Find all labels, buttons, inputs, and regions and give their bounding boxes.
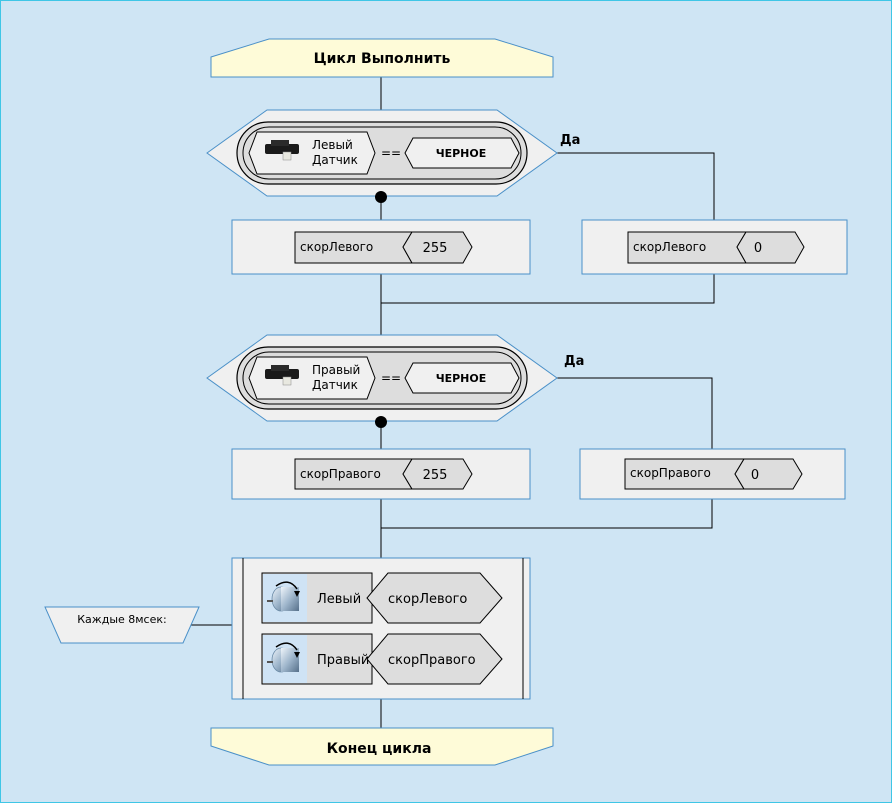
dc-motor-icon bbox=[263, 635, 307, 683]
assign-value: 0 bbox=[751, 468, 759, 483]
variable-name: скорЛевого bbox=[633, 240, 706, 254]
assign-block-left-255[interactable]: скорЛевого 255 bbox=[231, 219, 531, 275]
assign-block-right-255[interactable]: скорПравого 255 bbox=[231, 448, 531, 500]
motor-output-block[interactable]: Левый скорЛевого Правый скорПравого bbox=[231, 557, 531, 700]
motor-speed-value: скорПравого bbox=[388, 653, 476, 668]
motor-speed-chip[interactable] bbox=[366, 633, 503, 685]
condition-block-right-sensor[interactable]: Правый Датчик == ЧЕРНОЕ bbox=[206, 334, 558, 422]
condition-block-left-sensor[interactable]: Левый Датчик == ЧЕРНОЕ bbox=[206, 109, 558, 197]
loop-end-label: Конец цикла bbox=[327, 741, 432, 757]
dc-motor-icon bbox=[263, 574, 307, 622]
comparison-operator: == bbox=[381, 371, 401, 385]
sensor-name-line1: Левый bbox=[312, 138, 353, 152]
variable-name: скорЛевого bbox=[300, 240, 373, 254]
assign-value: 255 bbox=[423, 468, 448, 483]
compare-value-chip[interactable]: ЧЕРНОЕ bbox=[404, 362, 520, 394]
timer-block[interactable]: Каждые 8мсек: bbox=[44, 606, 200, 644]
motor-name: Левый bbox=[317, 592, 361, 607]
sensor-chip-left[interactable]: Левый Датчик bbox=[248, 131, 376, 175]
variable-name: скорПравого bbox=[300, 467, 381, 481]
sensor-chip-right[interactable]: Правый Датчик bbox=[248, 356, 376, 400]
ir-distance-sensor-icon bbox=[265, 365, 299, 386]
branch-dot bbox=[375, 191, 387, 203]
yes-label: Да bbox=[560, 133, 580, 148]
motor-row-right[interactable]: Правый скорПравого bbox=[261, 633, 503, 685]
yes-label: Да bbox=[564, 354, 584, 369]
assign-block-left-0[interactable]: скорЛевого 0 bbox=[581, 219, 848, 275]
motor-speed-value: скорЛевого bbox=[388, 592, 467, 607]
ir-distance-sensor-icon bbox=[265, 140, 299, 161]
sensor-name-line2: Датчик bbox=[312, 378, 358, 392]
timer-label: Каждые 8мсек: bbox=[77, 613, 166, 626]
loop-start-label: Цикл Выполнить bbox=[314, 51, 451, 67]
compare-value: ЧЕРНОЕ bbox=[436, 372, 487, 385]
sensor-name-line2: Датчик bbox=[312, 153, 358, 167]
compare-value: ЧЕРНОЕ bbox=[436, 147, 487, 160]
assign-block-right-0[interactable]: скорПравого 0 bbox=[579, 448, 846, 500]
comparison-operator: == bbox=[381, 146, 401, 160]
motor-row-left[interactable]: Левый скорЛевого bbox=[261, 572, 503, 624]
variable-name: скорПравого bbox=[630, 466, 711, 480]
motor-speed-chip[interactable] bbox=[366, 572, 503, 624]
motor-name: Правый bbox=[317, 653, 369, 668]
assign-value: 255 bbox=[423, 241, 448, 256]
assign-value: 0 bbox=[754, 241, 762, 256]
sensor-name-line1: Правый bbox=[312, 363, 360, 377]
loop-start-block[interactable]: Цикл Выполнить bbox=[210, 38, 554, 78]
loop-end-block[interactable]: Конец цикла bbox=[210, 727, 554, 766]
compare-value-chip[interactable]: ЧЕРНОЕ bbox=[404, 137, 520, 169]
branch-dot bbox=[375, 416, 387, 428]
